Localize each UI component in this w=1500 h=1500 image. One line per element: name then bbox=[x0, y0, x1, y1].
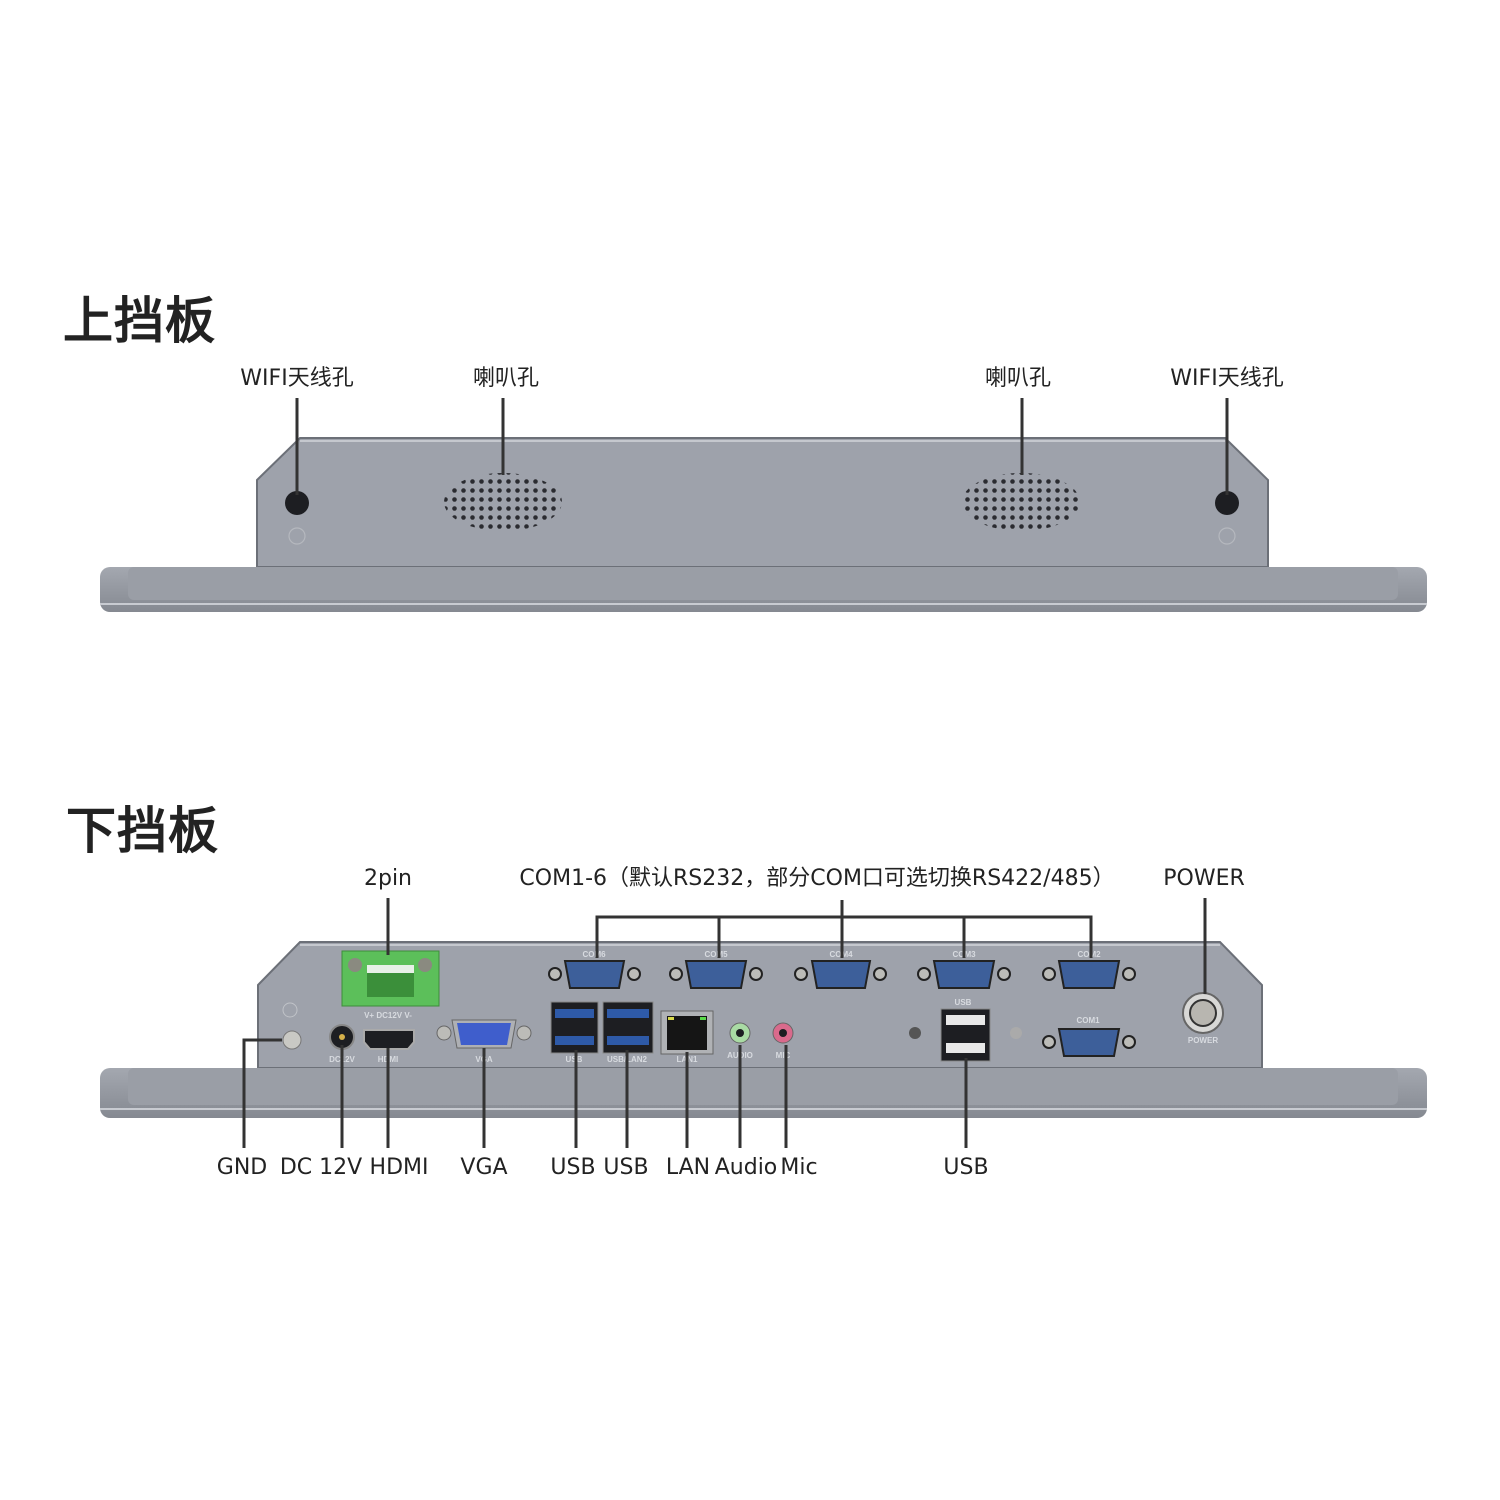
silk-com5: COM5 bbox=[704, 950, 728, 959]
silk-usb3: USB bbox=[566, 1055, 583, 1064]
com3-port bbox=[917, 960, 1011, 989]
top-panel-title: 上挡板 bbox=[63, 292, 216, 350]
com-ports bbox=[548, 960, 1136, 1057]
label-usb-2: USB bbox=[603, 1155, 649, 1180]
wifi-icon bbox=[1218, 527, 1236, 545]
com6-port bbox=[548, 960, 641, 989]
ground-icon bbox=[282, 1002, 298, 1018]
label-2pin: 2pin bbox=[363, 866, 413, 891]
lan-port bbox=[660, 1010, 714, 1055]
label-speaker-left: 喇叭孔 bbox=[472, 366, 540, 391]
label-speaker-right: 喇叭孔 bbox=[984, 366, 1052, 391]
speaker-grille-right bbox=[962, 473, 1080, 531]
screw bbox=[909, 1027, 921, 1039]
2pin-terminal-block bbox=[341, 950, 440, 1007]
com5-port bbox=[669, 960, 763, 989]
label-gnd: GND bbox=[216, 1155, 268, 1180]
wifi-icon bbox=[288, 527, 306, 545]
hdmi-port bbox=[363, 1029, 415, 1050]
screw bbox=[1010, 1027, 1022, 1039]
wifi-antenna-hole-left bbox=[285, 491, 309, 515]
silk-com2: COM2 bbox=[1077, 950, 1101, 959]
label-dc12v: DC 12V bbox=[279, 1155, 363, 1180]
vga-port bbox=[436, 1019, 532, 1049]
com2-port bbox=[1042, 960, 1136, 989]
label-vga: VGA bbox=[460, 1155, 508, 1180]
label-wifi-antenna-left: WIFI天线孔 bbox=[240, 366, 354, 391]
silk-com6: COM6 bbox=[582, 950, 606, 959]
label-usb-3: USB bbox=[943, 1155, 989, 1180]
com1-port bbox=[1042, 1028, 1136, 1057]
silk-mic: MIC bbox=[776, 1051, 791, 1060]
top-panel-device bbox=[100, 437, 1427, 612]
silk-terminal: V+ DC12V V- bbox=[364, 1011, 412, 1020]
silk-usb2: USB bbox=[955, 998, 972, 1007]
label-lan: LAN bbox=[665, 1155, 711, 1180]
label-com-ports: COM1-6（默认RS232，部分COM口可选切换RS422/485） bbox=[519, 866, 1115, 891]
silk-com1: COM1 bbox=[1076, 1016, 1100, 1025]
bottom-panel-device: V+ DC12V V- DC12V HDMI VGA USB bbox=[100, 941, 1427, 1118]
top-leader-lines bbox=[295, 398, 1229, 495]
label-wifi-antenna-right: WIFI天线孔 bbox=[1170, 366, 1284, 391]
silk-power: POWER bbox=[1188, 1036, 1218, 1045]
label-hdmi: HDMI bbox=[369, 1155, 429, 1180]
label-usb-1: USB bbox=[550, 1155, 596, 1180]
label-mic: Mic bbox=[780, 1155, 818, 1180]
usb3-port-stack-2 bbox=[602, 1001, 654, 1054]
speaker-grille-left bbox=[444, 473, 562, 531]
label-audio: Audio bbox=[714, 1155, 778, 1180]
usb2-port-stack bbox=[940, 1008, 991, 1062]
bottom-panel-title: 下挡板 bbox=[66, 802, 219, 860]
wifi-antenna-hole-right bbox=[1215, 491, 1239, 515]
com4-port bbox=[794, 960, 887, 989]
gnd-screw bbox=[282, 1030, 302, 1050]
usb3-port-stack-1 bbox=[550, 1001, 599, 1054]
label-power: POWER bbox=[1163, 866, 1245, 891]
bottom-leader-lines bbox=[242, 898, 1207, 1148]
